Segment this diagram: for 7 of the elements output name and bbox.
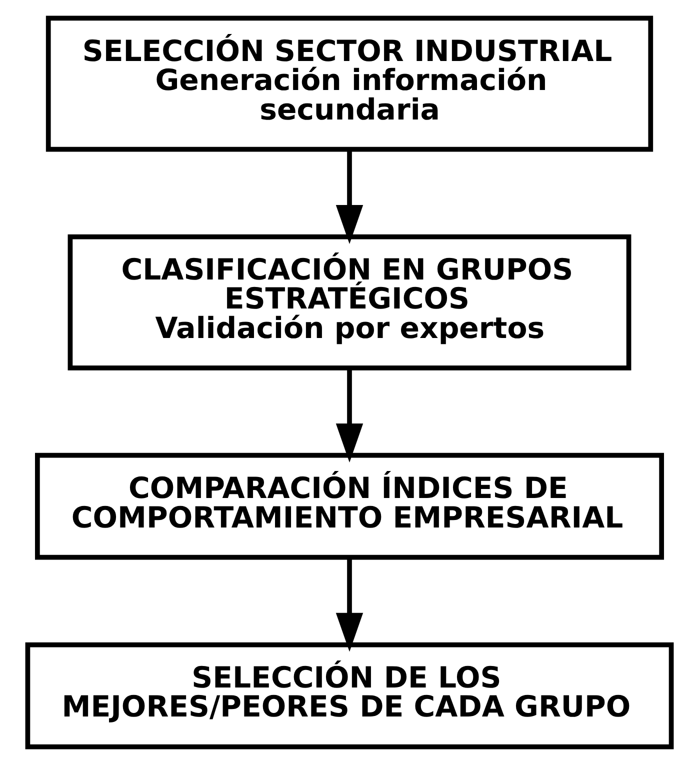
arrow: [335, 368, 363, 462]
arrow: [335, 558, 363, 652]
node-box: COMPARACIÓN ÍNDICES DE COMPORTAMIENTO EMPRESARIAL: [34, 452, 664, 560]
node-box: CLASIFICACIÓN EN GRUPOS ESTRATÉGICOS Validación por expertos: [67, 234, 631, 370]
node-box: SELECCIÓN SECTOR INDUSTRIAL Generación información secundaria: [45, 16, 653, 152]
arrow: [335, 150, 363, 244]
node-box: SELECCIÓN DE LOS MEJORES/PEORES DE CADA GRUPO: [24, 642, 674, 750]
